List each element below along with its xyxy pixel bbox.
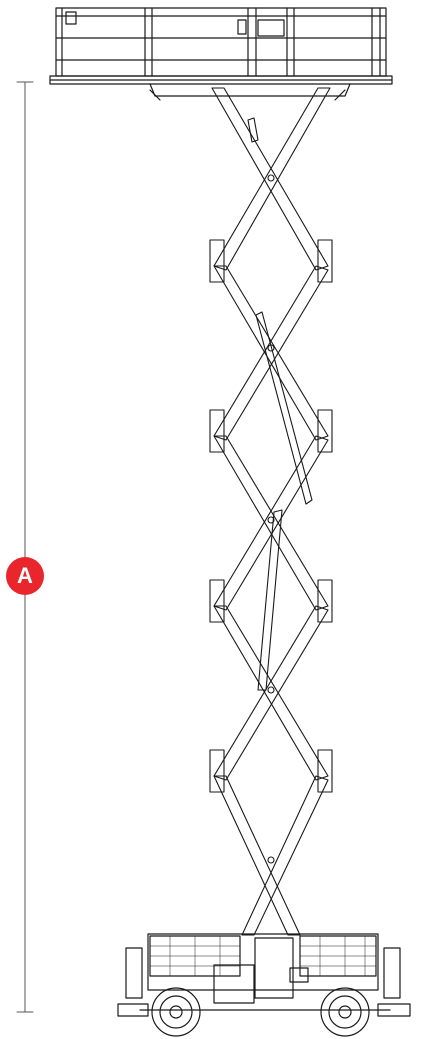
scissor-stack — [209, 87, 333, 936]
dimension-label-a: A — [6, 557, 44, 595]
dimension-line — [16, 81, 34, 1013]
platform — [49, 7, 393, 101]
wheel-icon — [151, 987, 370, 1037]
